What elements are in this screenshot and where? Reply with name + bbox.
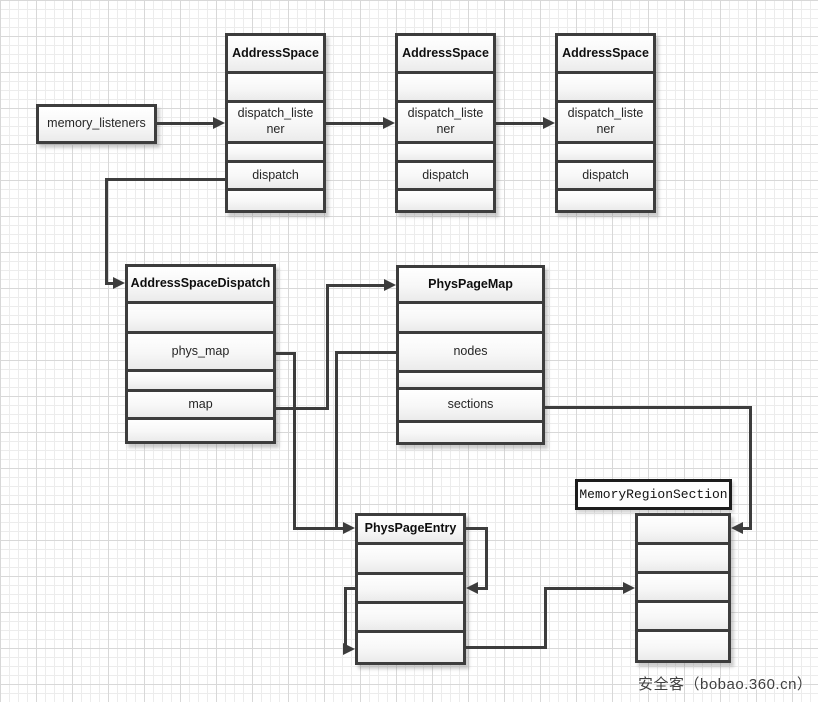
address-space-3-field-dispatch: dispatch [558, 163, 653, 191]
node-phys-page-map: PhysPageMap nodes sections [396, 265, 545, 445]
line-segment [157, 122, 214, 125]
line-segment [344, 587, 347, 651]
line-segment [106, 178, 225, 181]
address-space-2-field-dispatch-listener: dispatch_liste ner [398, 103, 493, 144]
line-segment [326, 284, 384, 287]
line-segment [276, 352, 296, 355]
node-memory-region-section [635, 513, 731, 663]
line-segment [544, 587, 623, 590]
line-segment [293, 352, 296, 530]
line-segment [345, 587, 357, 590]
phys-page-map-title: PhysPageMap [399, 268, 542, 304]
address-space-3-empty-row [558, 144, 653, 163]
node-address-space-3: AddressSpace dispatch_liste ner dispatch [555, 33, 656, 213]
phys-page-map-empty-row [399, 304, 542, 334]
memory-region-section-label: MemoryRegionSection [575, 479, 732, 510]
address-space-3-field-dispatch-listener: dispatch_liste ner [558, 103, 653, 144]
memory-region-section-row [638, 574, 728, 603]
phys-page-entry-title: PhysPageEntry [358, 516, 463, 545]
phys-page-map-empty-row [399, 423, 542, 442]
address-space-2-field-dispatch: dispatch [398, 163, 493, 191]
memory-region-section-row [638, 632, 728, 660]
line-segment [326, 284, 329, 410]
memory-region-section-row [638, 545, 728, 574]
line-segment [749, 406, 752, 530]
node-phys-page-entry: PhysPageEntry [355, 513, 466, 665]
line-segment [335, 351, 338, 530]
node-address-space-dispatch: AddressSpaceDispatch phys_map map [125, 264, 276, 444]
address-space-2-empty-row [398, 74, 493, 103]
address-space-1-empty-row [228, 144, 323, 163]
line-segment [276, 407, 329, 410]
phys-page-entry-empty-row [358, 545, 463, 575]
line-segment [545, 406, 752, 409]
line-segment [544, 587, 547, 649]
watermark-text: 安全客（bobao.360.cn） [638, 676, 813, 693]
address-space-dispatch-empty-row [128, 304, 273, 334]
node-memory-listeners: memory_listeners [36, 104, 157, 144]
phys-page-map-empty-row [399, 373, 542, 390]
memory-region-section-row [638, 516, 728, 545]
line-segment [337, 351, 396, 354]
address-space-1-field-dispatch-listener: dispatch_liste ner [228, 103, 323, 144]
address-space-dispatch-field-map: map [128, 392, 273, 420]
memory-listeners-label: memory_listeners [39, 107, 154, 141]
arrowhead-icon [343, 522, 355, 534]
line-segment [325, 122, 384, 125]
phys-page-map-field-sections: sections [399, 390, 542, 423]
memory-region-section-row [638, 603, 728, 632]
address-space-2-empty-row [398, 144, 493, 163]
line-segment [105, 282, 115, 285]
phys-page-map-field-nodes: nodes [399, 334, 542, 373]
address-space-1-title: AddressSpace [228, 36, 323, 74]
line-segment [466, 527, 488, 530]
address-space-3-empty-row [558, 191, 653, 210]
line-segment [478, 587, 488, 590]
node-address-space-2: AddressSpace dispatch_liste ner dispatch [395, 33, 496, 213]
arrowhead-icon [343, 643, 355, 655]
arrowhead-icon [623, 582, 635, 594]
arrowhead-icon [113, 277, 125, 289]
node-address-space-1: AddressSpace dispatch_liste ner dispatch [225, 33, 326, 213]
address-space-1-field-dispatch: dispatch [228, 163, 323, 191]
address-space-dispatch-empty-row [128, 420, 273, 441]
line-segment [496, 122, 544, 125]
phys-page-entry-empty-row [358, 633, 463, 662]
arrowhead-icon [213, 117, 225, 129]
line-segment [293, 527, 345, 530]
line-segment [743, 527, 752, 530]
address-space-1-empty-row [228, 74, 323, 103]
address-space-2-title: AddressSpace [398, 36, 493, 74]
address-space-3-empty-row [558, 74, 653, 103]
line-segment [105, 178, 108, 285]
address-space-dispatch-field-phys-map: phys_map [128, 334, 273, 372]
address-space-dispatch-title: AddressSpaceDispatch [128, 267, 273, 304]
address-space-2-empty-row [398, 191, 493, 210]
line-segment [466, 646, 547, 649]
line-segment [485, 527, 488, 590]
arrowhead-icon [543, 117, 555, 129]
arrowhead-icon [383, 117, 395, 129]
arrowhead-icon [731, 522, 743, 534]
address-space-3-title: AddressSpace [558, 36, 653, 74]
arrowhead-icon [466, 582, 478, 594]
arrowhead-icon [384, 279, 396, 291]
phys-page-entry-empty-row [358, 604, 463, 633]
address-space-dispatch-empty-row [128, 372, 273, 392]
phys-page-entry-empty-row [358, 575, 463, 604]
address-space-1-empty-row [228, 191, 323, 210]
